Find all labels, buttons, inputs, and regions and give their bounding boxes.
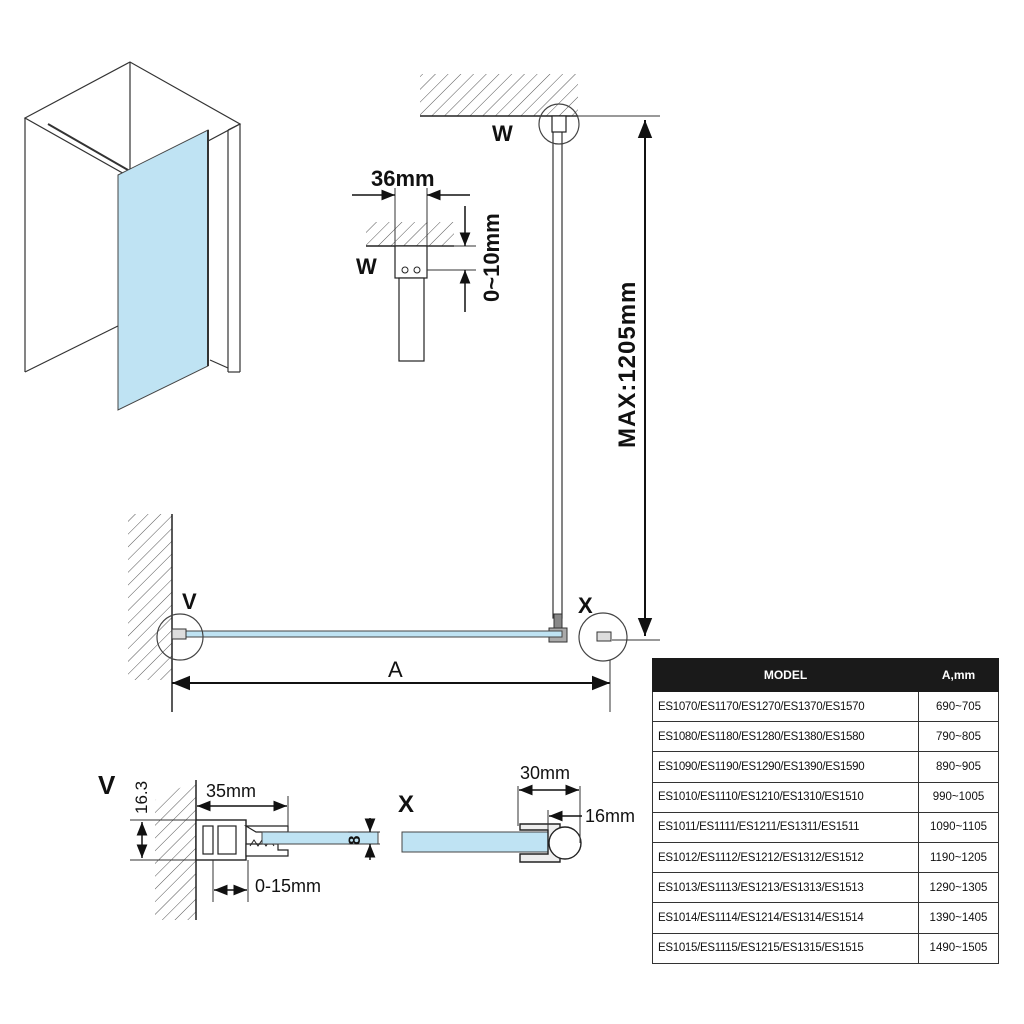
cell-range: 1090~1105: [918, 811, 999, 843]
table-header-row: MODEL A,mm: [652, 658, 999, 692]
label-v-width: 35mm: [206, 781, 256, 801]
x-glass: [401, 831, 549, 853]
label-left-wall: V: [182, 589, 197, 614]
header-model: MODEL: [652, 658, 919, 692]
label-v-section: V: [98, 770, 116, 800]
glass-panel: [171, 630, 563, 638]
cell-range: 790~805: [918, 721, 999, 753]
detail-circle-w: [538, 103, 580, 145]
cell-range: 1390~1405: [918, 902, 999, 934]
label-detail-width: 36mm: [371, 166, 435, 191]
front-elevation: [128, 74, 660, 712]
model-table: MODEL A,mm ES1070/ES1170/ES1270/ES1370/E…: [652, 658, 999, 964]
detail-circle-x: [578, 612, 628, 662]
cell-model: ES1014/ES1114/ES1214/ES1314/ES1514: [652, 902, 919, 934]
cell-model: ES1070/ES1170/ES1270/ES1370/ES1570: [652, 690, 919, 723]
label-v-adjust: 0-15mm: [255, 876, 321, 896]
label-x-section: X: [398, 791, 414, 818]
support-bar: [552, 117, 563, 619]
cell-model: ES1015/ES1115/ES1215/ES1315/ES1515: [652, 932, 919, 964]
label-detail-bracket: W: [356, 254, 377, 279]
cell-model: ES1090/ES1190/ES1290/ES1390/ES1590: [652, 751, 919, 783]
cell-model: ES1080/ES1180/ES1280/ES1380/ES1580: [652, 721, 919, 753]
label-max-height: MAX:1205mm: [614, 281, 641, 448]
label-x-width: 30mm: [520, 763, 570, 783]
label-right-end: X: [578, 593, 593, 618]
cell-model: ES1012/ES1112/ES1212/ES1312/ES1512: [652, 841, 919, 874]
label-x-depth: 16mm: [585, 806, 635, 826]
cell-range: 690~705: [918, 690, 999, 723]
cell-range: 1290~1305: [918, 872, 999, 904]
cell-range: 1490~1505: [918, 932, 999, 964]
v-glass: [261, 831, 379, 845]
label-v-glass: 8: [345, 836, 364, 845]
cell-range: 1190~1205: [918, 841, 999, 874]
cell-range: 990~1005: [918, 781, 999, 813]
label-detail-adjust: 0~10mm: [479, 213, 504, 302]
label-v-height: 16.3: [132, 781, 151, 814]
header-a: A,mm: [918, 658, 999, 692]
cell-model: ES1013/ES1113/ES1213/ES1313/ES1513: [652, 872, 919, 904]
section-v: [130, 780, 380, 920]
detail-circle-v: [156, 613, 204, 661]
perspective-view: [23, 61, 242, 411]
cell-model: ES1011/ES1111/ES1211/ES1311/ES1511: [652, 811, 919, 843]
ceiling-hatch: [420, 74, 578, 116]
cell-model: ES1010/ES1110/ES1210/ES1310/ES1510: [652, 781, 919, 813]
left-wall-hatch: [128, 514, 172, 680]
cell-range: 890~905: [918, 751, 999, 783]
bracket-w-detail: [352, 188, 476, 362]
section-x: [401, 784, 582, 863]
label-top-bracket: W: [492, 121, 513, 146]
label-width-a: A: [388, 657, 403, 682]
